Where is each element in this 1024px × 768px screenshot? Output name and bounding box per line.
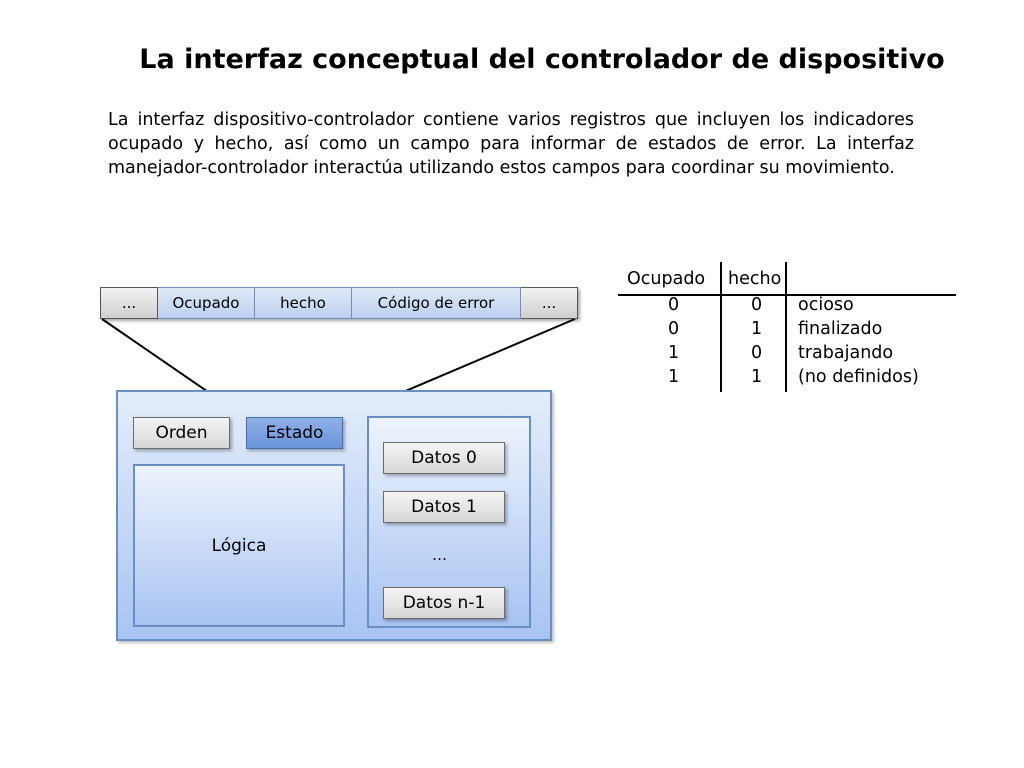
description-paragraph: La interfaz dispositivo-controlador cont… [108, 110, 914, 178]
datos-ellipsis: … [432, 546, 447, 564]
table-cell-ocupado: 0 [668, 295, 680, 315]
table-cell-ocupado: 1 [668, 343, 680, 363]
datos-1-register: Datos 1 [383, 491, 505, 523]
table-divider-1 [720, 262, 722, 392]
table-cell-hecho: 1 [751, 367, 763, 387]
register-ellipsis-left: ... [100, 287, 158, 319]
table-header-ocupado: Ocupado [627, 269, 706, 289]
orden-register: Orden [133, 417, 230, 449]
table-cell-ocupado: 1 [668, 367, 680, 387]
table-divider-2 [785, 262, 787, 392]
register-ocupado: Ocupado [158, 287, 255, 319]
table-header-rule [618, 294, 956, 296]
datos-n-1-register: Datos n-1 [383, 587, 505, 619]
register-codigo-error: Código de error [352, 287, 521, 319]
table-cell-hecho: 0 [751, 343, 763, 363]
table-cell-estado: finalizado [798, 319, 883, 339]
table-cell-hecho: 1 [751, 319, 763, 339]
table-cell-estado: ocioso [798, 295, 854, 315]
state-table: Ocupado hecho 0 0 ocioso 0 1 finalizado … [618, 262, 958, 392]
table-cell-ocupado: 0 [668, 319, 680, 339]
table-cell-hecho: 0 [751, 295, 763, 315]
slide-title: La interfaz conceptual del controlador d… [139, 44, 945, 75]
table-header-hecho: hecho [728, 269, 782, 289]
register-hecho: hecho [255, 287, 352, 319]
table-cell-estado: (no definidos) [798, 367, 919, 387]
register-strip: ... Ocupado hecho Código de error ... [100, 287, 578, 319]
device-controller-box: Orden Estado Lógica Datos 0 Datos 1 … Da… [116, 390, 552, 641]
table-cell-estado: trabajando [798, 343, 894, 363]
estado-register: Estado [246, 417, 343, 449]
datos-0-register: Datos 0 [383, 442, 505, 474]
logica-panel: Lógica [133, 464, 345, 627]
register-ellipsis-right: ... [521, 287, 578, 319]
